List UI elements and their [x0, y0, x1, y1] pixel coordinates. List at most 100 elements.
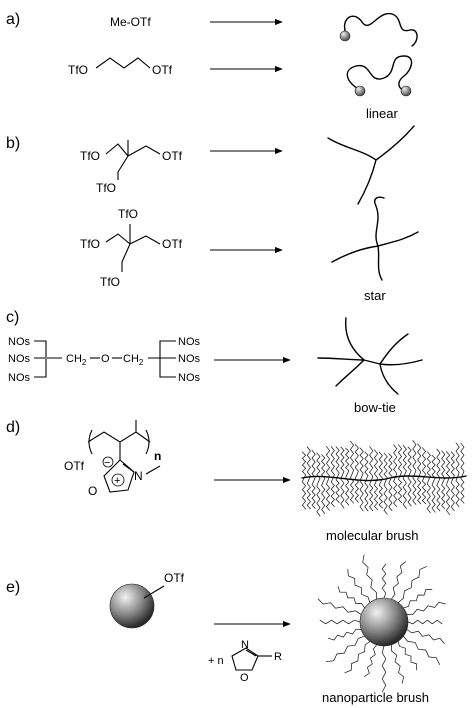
tri-triflate-tr: OTf — [162, 149, 183, 163]
oxazoline-nitrogen: N — [241, 639, 249, 651]
brush-side-chain — [335, 446, 340, 477]
oxazolinium-ring — [103, 459, 135, 493]
panel-label-b: b) — [6, 135, 20, 152]
core-ch2-left: CH2 — [66, 353, 87, 367]
nos-right-3: NOs — [178, 372, 201, 384]
brush-side-chain — [335, 476, 340, 503]
star-3arm — [327, 125, 415, 205]
brush-side-chain — [359, 447, 364, 478]
brush-side-chain — [426, 451, 431, 481]
grafted-polymer-chain — [344, 641, 371, 674]
brush-side-chain — [436, 448, 441, 483]
nos-left-2: NOs — [8, 353, 31, 365]
monomer-equivalents: + n — [208, 655, 224, 667]
grafted-polymer-chain — [397, 641, 418, 671]
brush-side-chain — [412, 474, 417, 505]
brush-side-chain — [311, 450, 316, 482]
brush-side-chain — [340, 474, 345, 509]
left-core-bonds — [34, 340, 62, 378]
tri-core-bonds — [105, 140, 161, 180]
ring-oxygen: O — [88, 484, 97, 498]
brush-side-chain — [364, 478, 369, 512]
bistriflate-right: OTf — [152, 63, 173, 77]
substituent-r: R — [274, 651, 282, 663]
ring-nitrogen: N — [134, 469, 143, 483]
panel-d: d) n OTf − O N + molecular brush — [6, 419, 467, 543]
product-label-e: nanoparticle brush — [322, 690, 429, 705]
star-4arm — [331, 196, 419, 281]
brush-side-chain — [306, 479, 311, 510]
brush-side-chain — [301, 477, 307, 510]
brush-side-chain — [393, 477, 398, 508]
backbone-bracket-left — [88, 429, 93, 455]
panel-e: e) OTf + n N O R nanoparticle brush — [6, 554, 446, 705]
brush-side-chain — [306, 446, 311, 481]
brush-side-chain — [373, 481, 379, 511]
brush-side-chain — [330, 446, 335, 479]
panel-label-e: e) — [6, 579, 20, 596]
brush-side-chain — [321, 454, 326, 482]
brush-side-chain — [321, 481, 326, 514]
grafted-polymer-chain — [381, 563, 387, 599]
nos-right-2: NOs — [178, 353, 201, 365]
nos-left-3: NOs — [8, 372, 31, 384]
backbone-bonds — [87, 420, 151, 460]
brush-side-chain — [450, 451, 455, 480]
minus-charge-circle — [102, 456, 114, 468]
brush-side-chain — [345, 447, 350, 475]
nanoparticle-core — [359, 597, 409, 647]
product-label-d: molecular brush — [326, 528, 419, 543]
brush-side-chain — [383, 480, 388, 515]
panel-c: c) NOs NOs NOs CH2 O CH2 NOs NOs NOs bow… — [6, 309, 423, 415]
panel-label-a: a) — [6, 11, 20, 28]
tetra-triflate-bottom: TfO — [100, 275, 120, 289]
brush-side-chain — [383, 452, 388, 482]
brush-side-chain — [417, 443, 422, 477]
brush-side-chain — [364, 451, 369, 480]
brush-side-chain — [402, 474, 407, 509]
grafted-polymer-chain — [406, 629, 445, 644]
tetra-triflate-right: OTf — [162, 237, 183, 251]
right-core-bonds — [148, 340, 176, 378]
brush-side-chain — [460, 442, 465, 476]
brush-side-chain — [421, 477, 427, 505]
brush-side-chain — [340, 446, 345, 476]
brush-side-chain — [445, 480, 451, 515]
brush-side-chain — [436, 481, 441, 512]
brush-side-chain — [455, 476, 460, 508]
product-label-b: star — [364, 288, 386, 303]
panel-b: b) TfO OTf TfO TfO TfO OTf TfO star — [6, 125, 419, 303]
brush-side-chain — [402, 445, 407, 475]
grafted-polymer-chain — [347, 568, 371, 603]
bow-tie-polymer — [317, 317, 423, 395]
brush-side-chain — [369, 446, 374, 481]
grafted-polymer-chain — [403, 588, 433, 609]
grafted-polymer-chain — [397, 566, 427, 603]
grafted-polymer-chain — [327, 628, 362, 641]
brush-side-chain — [393, 444, 398, 479]
brush-side-chain — [455, 442, 460, 478]
brush-side-chain — [345, 473, 350, 506]
linear-chain-mono — [343, 12, 418, 47]
grafted-polymer-chain — [406, 601, 446, 615]
tetra-triflate-top: TfO — [118, 207, 138, 221]
repeat-subscript: n — [154, 449, 161, 463]
brush-side-chain — [407, 446, 412, 475]
brush-side-chain — [441, 450, 446, 483]
panel-label-d: d) — [6, 419, 20, 436]
brush-side-chain — [330, 478, 335, 507]
grafted-polymer-chain — [381, 645, 387, 693]
brush-side-chain — [417, 475, 422, 505]
backbone-bracket-right — [145, 429, 150, 455]
brush-side-chain — [369, 480, 374, 511]
tetra-core-bonds — [105, 224, 161, 272]
oxazoline-ring — [231, 647, 259, 671]
nanoparticle-brush — [317, 554, 446, 693]
molecular-brush — [301, 440, 467, 517]
minus-charge: − — [104, 457, 110, 469]
brush-side-chain — [388, 479, 393, 511]
plus-charge: + — [114, 475, 120, 487]
brush-side-chain — [354, 474, 359, 503]
grafted-polymer-chain — [391, 644, 405, 684]
